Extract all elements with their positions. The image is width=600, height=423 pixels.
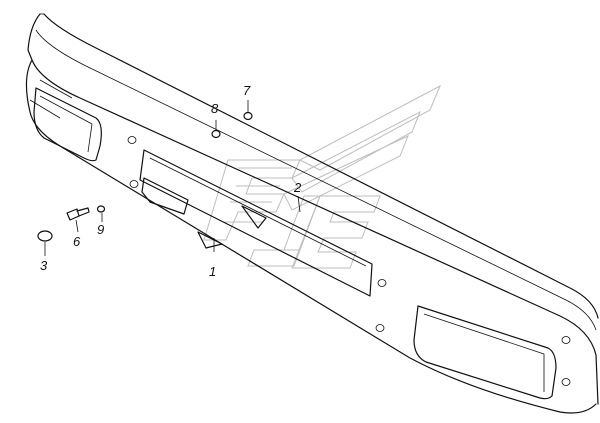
leader-lines — [44, 100, 301, 256]
callout-7: 7 — [243, 83, 251, 98]
part-7-nut — [243, 111, 253, 121]
callout-3: 3 — [40, 258, 48, 273]
callout-1: 1 — [209, 264, 216, 279]
part-8-nut — [211, 129, 221, 139]
callout-8: 8 — [211, 101, 219, 116]
part-3-cap — [37, 230, 53, 242]
watermark-emblem — [203, 84, 441, 269]
part-6-bolt — [66, 207, 90, 221]
part-9-washer — [96, 205, 106, 213]
callout-2: 2 — [293, 180, 302, 195]
bumper-body — [25, 13, 599, 414]
callout-6: 6 — [73, 234, 81, 249]
callout-9: 9 — [97, 222, 104, 237]
callout-labels: 1 2 3 6 7 8 9 — [40, 83, 302, 279]
